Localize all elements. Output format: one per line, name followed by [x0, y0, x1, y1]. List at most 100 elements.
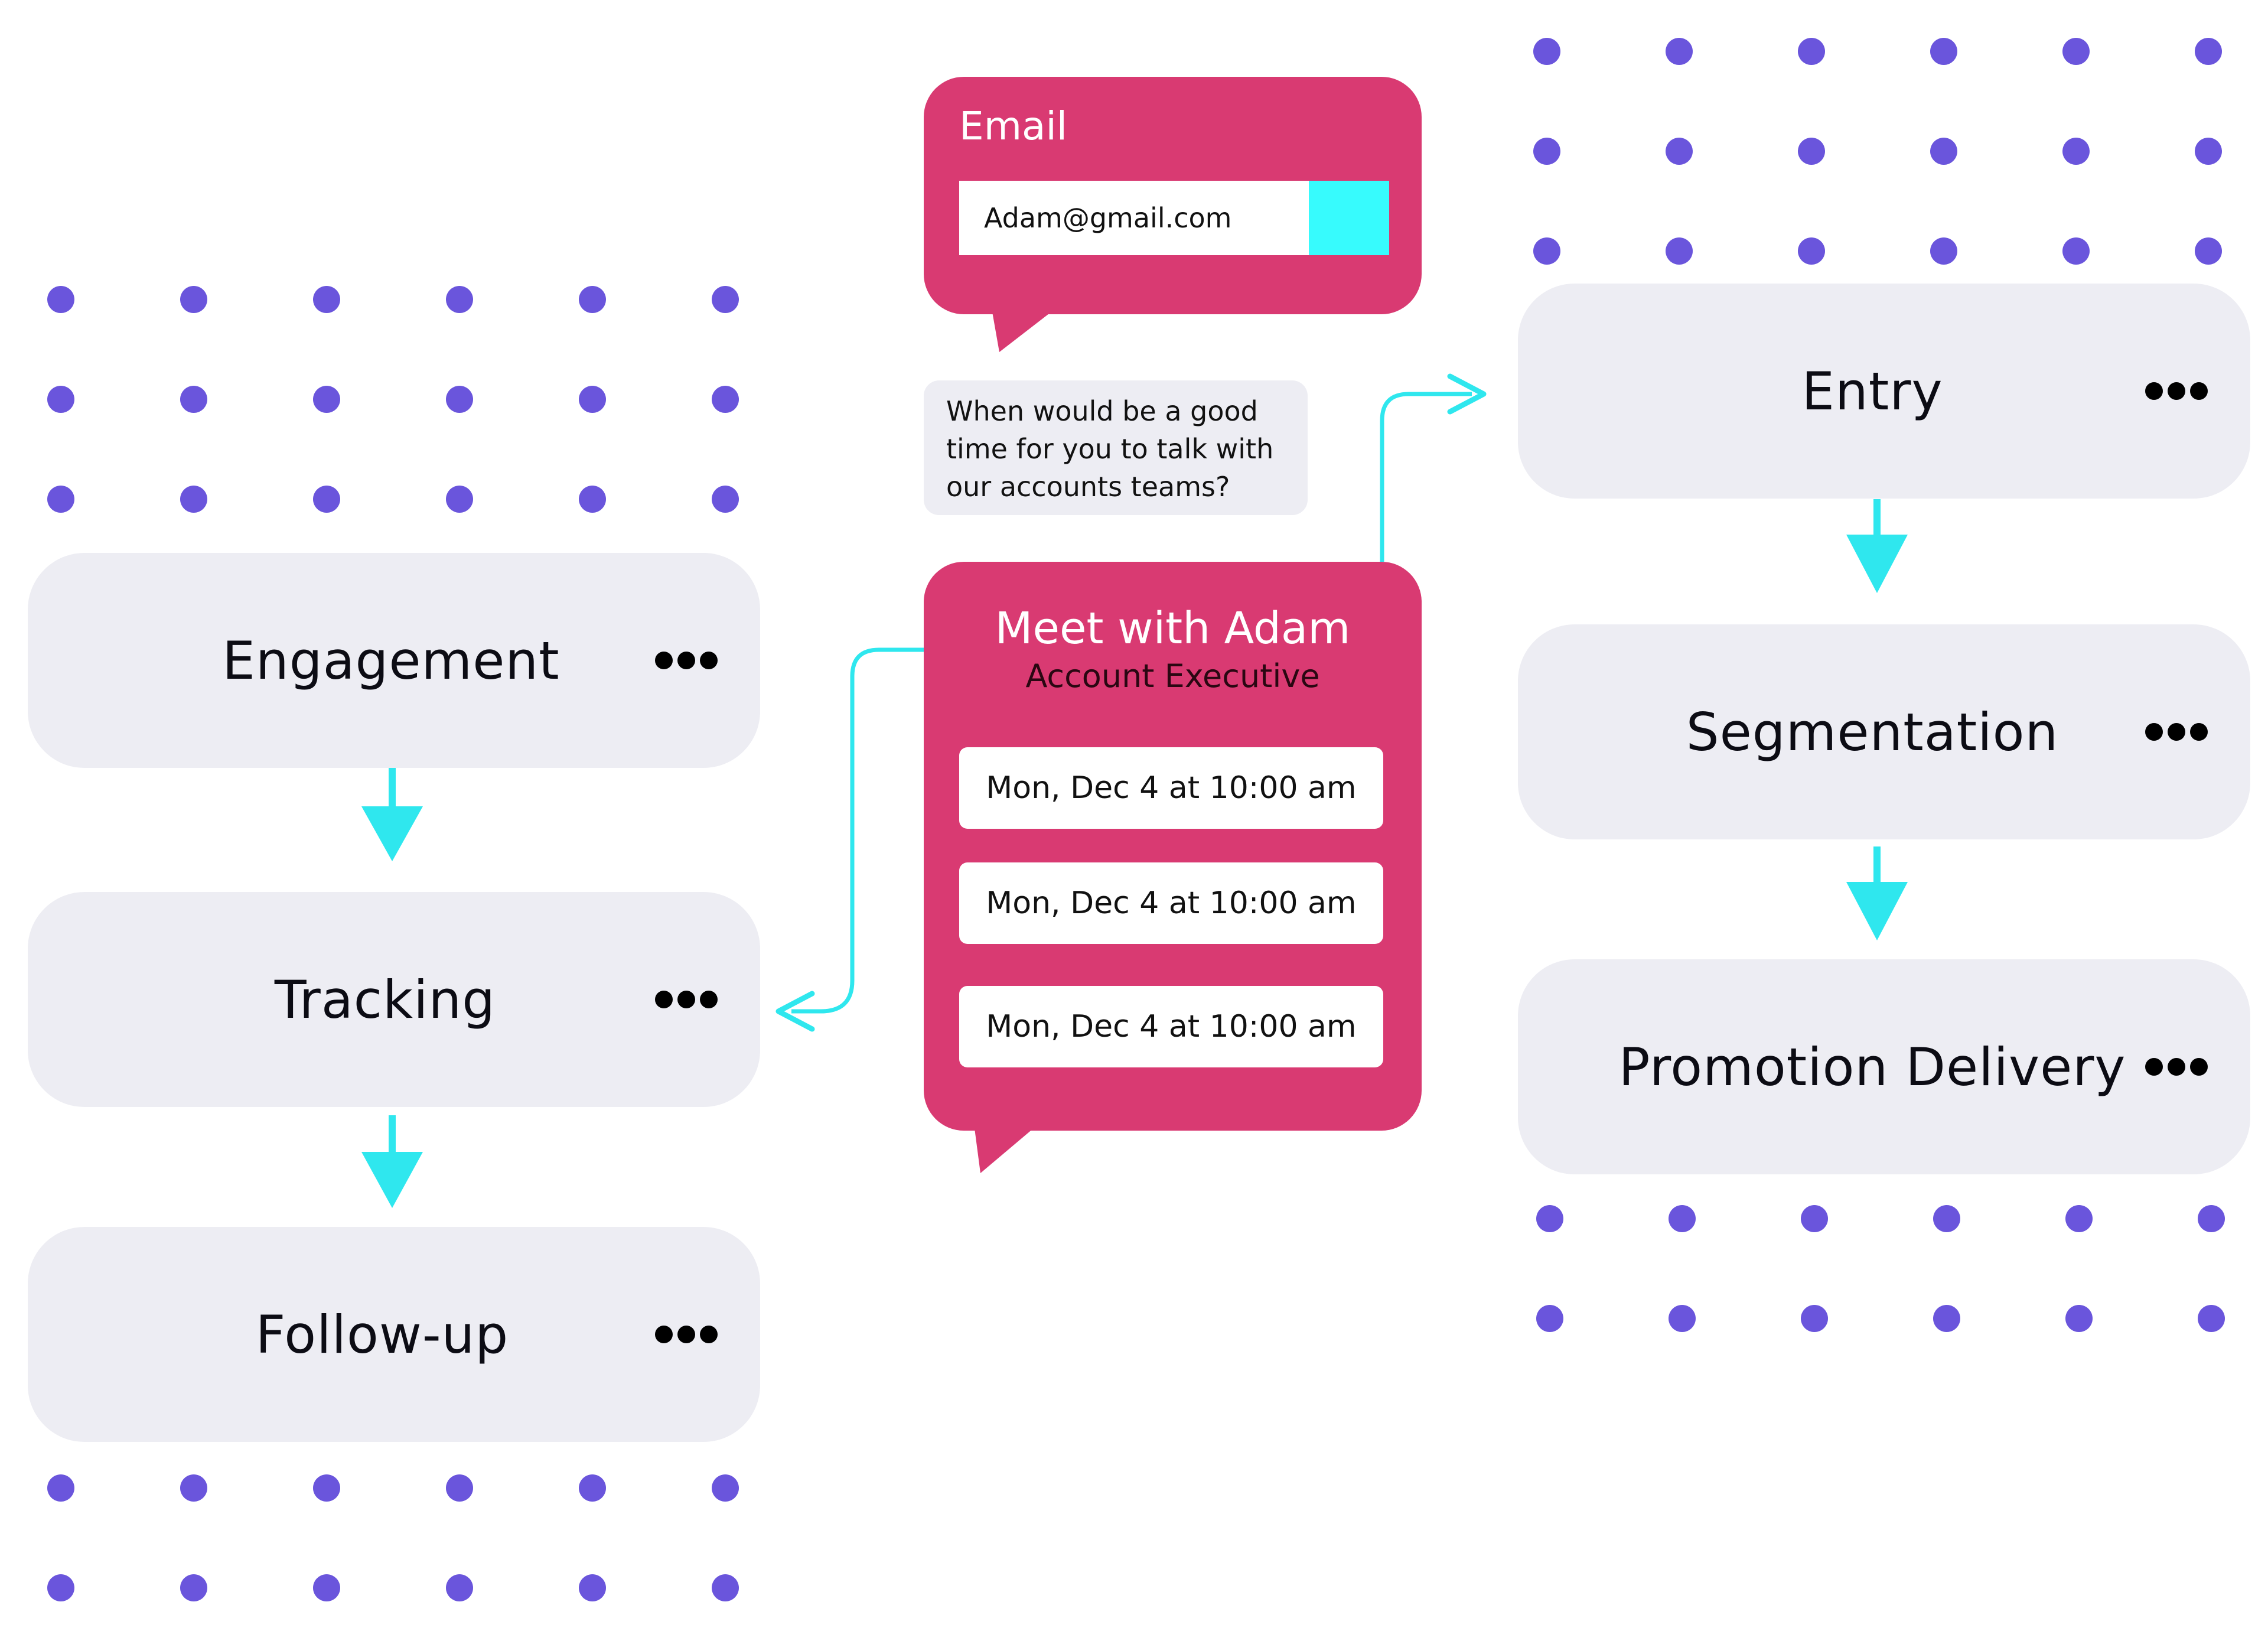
speech-tail-icon	[992, 312, 1051, 352]
time-slot-button[interactable]: Mon, Dec 4 at 10:00 am	[959, 986, 1383, 1067]
email-field[interactable]: Adam@gmail.com	[959, 181, 1389, 255]
decorative-dot	[47, 486, 74, 513]
step-label: Engagement	[222, 630, 560, 691]
decorative-dot	[2065, 1205, 2093, 1232]
step-tracking[interactable]: Tracking	[28, 892, 760, 1107]
step-label: Promotion Delivery	[1618, 1036, 2126, 1098]
decorative-dot	[180, 286, 207, 313]
step-label: Follow-up	[255, 1304, 509, 1365]
meeting-card: Meet with Adam Account Executive Mon, De…	[924, 562, 1422, 1131]
decorative-dot	[1798, 237, 1825, 265]
decorative-dot	[2195, 38, 2222, 65]
decorative-dot	[446, 386, 473, 413]
decorative-dot	[712, 1574, 739, 1601]
more-horizontal-icon[interactable]	[655, 1227, 718, 1442]
decorative-dot	[1798, 38, 1825, 65]
connector-to-tracking	[775, 647, 924, 1032]
meeting-subtitle: Account Executive	[1025, 657, 1320, 695]
decorative-dot	[579, 1474, 606, 1502]
decorative-dot	[712, 1474, 739, 1502]
decorative-dot	[2062, 38, 2090, 65]
decorative-dot	[2195, 138, 2222, 165]
decorative-dot	[712, 286, 739, 313]
email-title: Email	[959, 103, 1068, 149]
decorative-dot	[313, 286, 340, 313]
decorative-dot	[446, 486, 473, 513]
decorative-dot	[1801, 1305, 1828, 1332]
decorative-dot	[1533, 237, 1560, 265]
decorative-dot	[579, 286, 606, 313]
decorative-dot	[579, 386, 606, 413]
more-horizontal-icon[interactable]	[655, 892, 718, 1107]
more-horizontal-icon[interactable]	[2145, 959, 2208, 1174]
decorative-dot	[2198, 1205, 2225, 1232]
email-capture-card: Email Adam@gmail.com	[924, 77, 1422, 314]
decorative-dot	[2198, 1305, 2225, 1332]
decorative-dot	[47, 286, 74, 313]
more-horizontal-icon[interactable]	[2145, 284, 2208, 499]
decorative-dot	[1933, 1205, 1960, 1232]
arrow-down-icon	[361, 1115, 423, 1208]
decorative-dot	[47, 386, 74, 413]
arrow-down-icon	[1846, 846, 1908, 940]
decorative-dot	[1533, 38, 1560, 65]
decorative-dot	[313, 1574, 340, 1601]
more-horizontal-icon[interactable]	[2145, 624, 2208, 839]
decorative-dot	[180, 486, 207, 513]
connector-to-entry	[1380, 373, 1487, 562]
dot-pattern-left-bottom	[47, 1474, 739, 1601]
decorative-dot	[1536, 1205, 1563, 1232]
decorative-dot	[1536, 1305, 1563, 1332]
dot-pattern-right-top	[1533, 38, 2222, 265]
email-value: Adam@gmail.com	[984, 202, 1232, 234]
decorative-dot	[180, 1474, 207, 1502]
step-entry[interactable]: Entry	[1518, 284, 2250, 499]
question-text: When would be a good time for you to tal…	[946, 395, 1274, 503]
decorative-dot	[712, 386, 739, 413]
decorative-dot	[47, 1474, 74, 1502]
decorative-dot	[1930, 237, 1957, 265]
arrow-down-icon	[1846, 499, 1908, 593]
email-submit-button[interactable]	[1309, 181, 1389, 255]
arrow-down-icon	[361, 768, 423, 861]
decorative-dot	[1666, 138, 1693, 165]
decorative-dot	[1669, 1205, 1696, 1232]
decorative-dot	[1666, 237, 1693, 265]
decorative-dot	[1801, 1205, 1828, 1232]
decorative-dot	[1930, 138, 1957, 165]
decorative-dot	[180, 386, 207, 413]
decorative-dot	[579, 1574, 606, 1601]
step-label: Tracking	[274, 969, 496, 1030]
step-segmentation[interactable]: Segmentation	[1518, 624, 2250, 839]
time-slot-button[interactable]: Mon, Dec 4 at 10:00 am	[959, 862, 1383, 944]
decorative-dot	[313, 486, 340, 513]
meeting-title: Meet with Adam	[995, 603, 1351, 654]
step-follow-up[interactable]: Follow-up	[28, 1227, 760, 1442]
decorative-dot	[2062, 237, 2090, 265]
question-bubble: When would be a good time for you to tal…	[924, 380, 1308, 515]
decorative-dot	[446, 1574, 473, 1601]
decorative-dot	[1533, 138, 1560, 165]
decorative-dot	[180, 1574, 207, 1601]
more-horizontal-icon[interactable]	[655, 553, 718, 768]
decorative-dot	[446, 286, 473, 313]
step-label: Entry	[1801, 360, 1943, 422]
decorative-dot	[313, 1474, 340, 1502]
step-promotion-delivery[interactable]: Promotion Delivery	[1518, 959, 2250, 1174]
decorative-dot	[1666, 38, 1693, 65]
decorative-dot	[2195, 237, 2222, 265]
time-slot-button[interactable]: Mon, Dec 4 at 10:00 am	[959, 747, 1383, 829]
dot-pattern-right-bottom	[1536, 1205, 2225, 1332]
step-label: Segmentation	[1686, 701, 2059, 763]
dot-pattern-left-top	[47, 286, 739, 513]
decorative-dot	[446, 1474, 473, 1502]
decorative-dot	[1930, 38, 1957, 65]
speech-tail-icon	[975, 1128, 1034, 1173]
decorative-dot	[2065, 1305, 2093, 1332]
decorative-dot	[47, 1574, 74, 1601]
decorative-dot	[712, 486, 739, 513]
step-engagement[interactable]: Engagement	[28, 553, 760, 768]
decorative-dot	[1798, 138, 1825, 165]
decorative-dot	[1933, 1305, 1960, 1332]
